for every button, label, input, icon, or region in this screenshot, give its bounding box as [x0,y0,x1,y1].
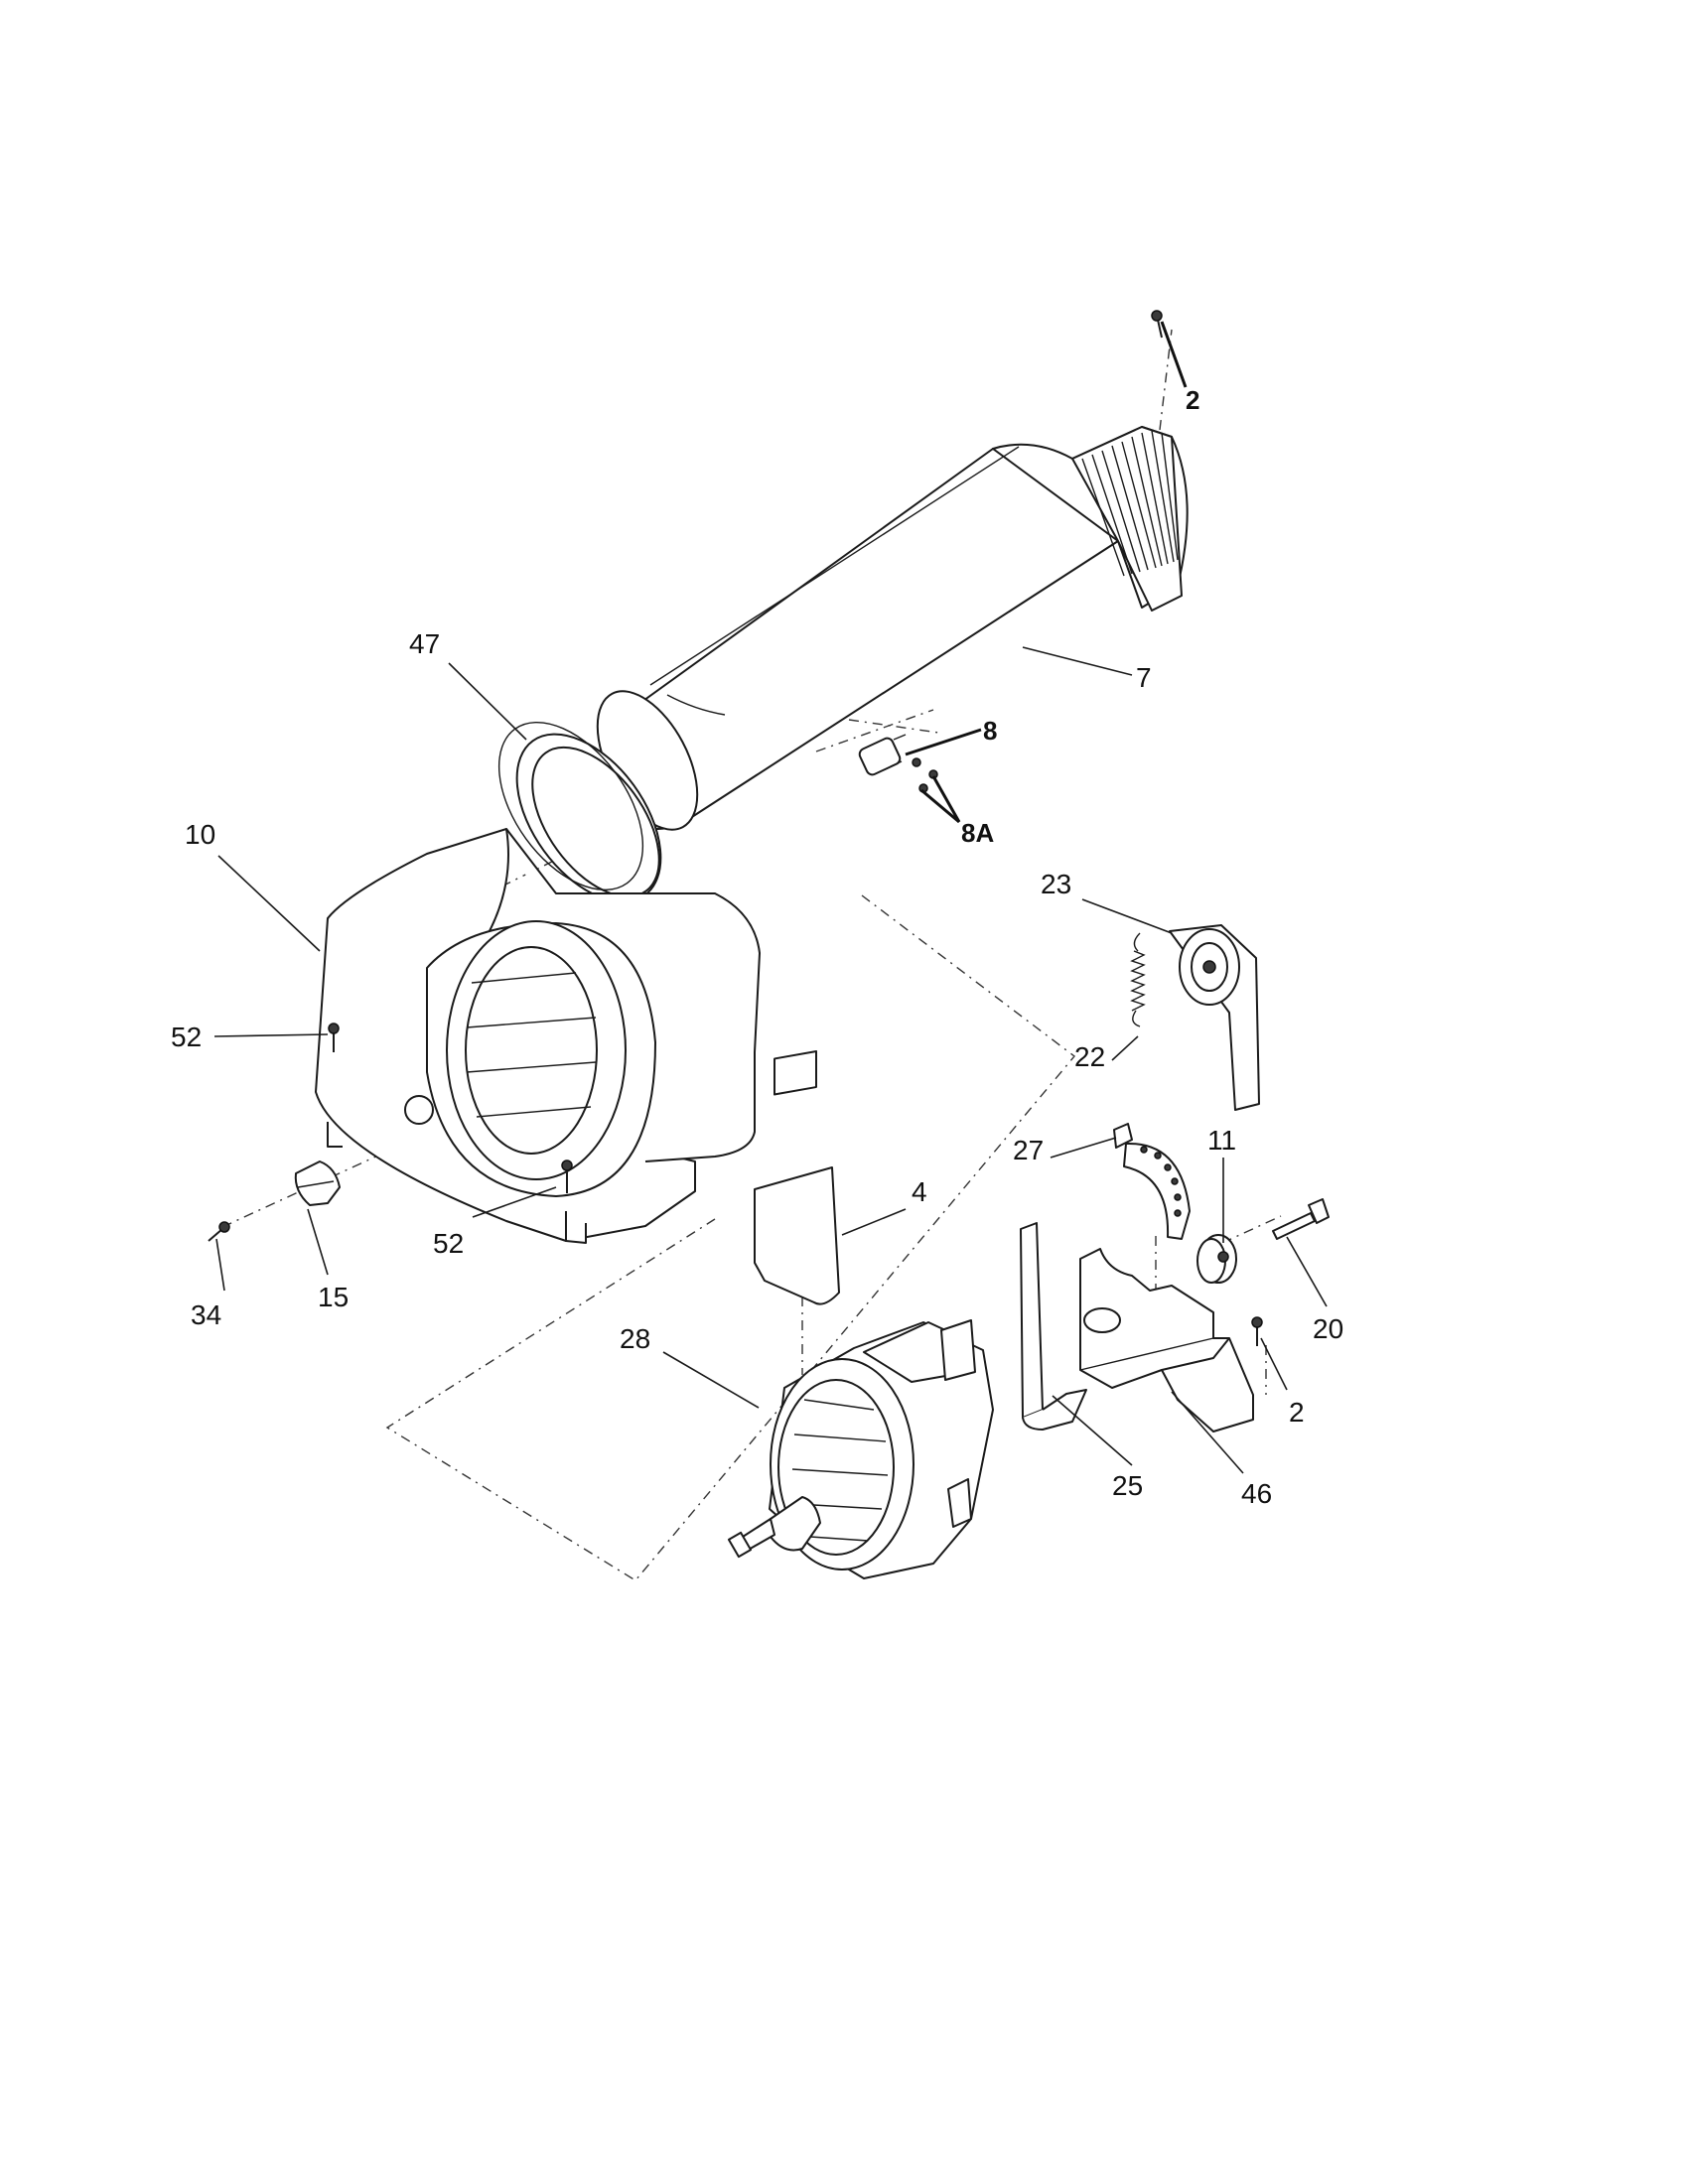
callout-28: 28 [620,1323,650,1354]
callout-2-right: 2 [1289,1397,1305,1428]
screw-part-34[interactable] [208,1221,230,1242]
drum-ribbed-rear [1071,426,1183,612]
bolt-part-20[interactable] [1272,1198,1330,1240]
callout-10: 10 [185,819,215,850]
callout-2-top: 2 [1186,385,1199,415]
callout-23: 23 [1041,869,1071,899]
screw-part-2-right[interactable] [1251,1316,1263,1346]
callout-22: 22 [1074,1041,1105,1072]
housing-screw-bottom[interactable] [561,1160,573,1193]
housing-screw-left[interactable] [328,1023,340,1052]
drive-belt-part[interactable] [1020,1222,1087,1431]
motor-bracket-part[interactable] [1079,1248,1254,1433]
callout-labels: 2 47 7 8 8A 10 52 52 34 15 23 22 27 11 4… [171,385,1343,1509]
callout-15: 15 [318,1282,349,1312]
blower-housing-part[interactable] [315,828,761,1244]
sensor-part-15[interactable] [294,1160,341,1206]
thermostat-part[interactable] [858,734,938,793]
motor-part[interactable] [727,1319,994,1579]
callout-47: 47 [409,628,440,659]
callout-27: 27 [1013,1135,1044,1165]
callout-20: 20 [1313,1313,1343,1344]
callout-8: 8 [983,716,997,746]
drum-seal-ring-part[interactable] [470,696,689,927]
callout-11: 11 [1207,1125,1236,1156]
callout-25: 25 [1112,1470,1143,1501]
callout-46: 46 [1241,1478,1272,1509]
callout-34: 34 [191,1299,221,1330]
callout-leader-lines [213,321,1328,1474]
callout-8A: 8A [961,818,994,848]
idler-spring-part[interactable] [1130,932,1146,1027]
callout-4: 4 [912,1176,927,1207]
drum-part[interactable] [577,426,1189,846]
pulley-arm-part[interactable] [1113,1123,1191,1240]
roller-part[interactable] [1196,1234,1237,1284]
air-duct-part[interactable] [754,1050,840,1305]
screw-part-2-top[interactable] [1151,310,1163,339]
callout-7: 7 [1136,662,1152,693]
callout-52-left: 52 [171,1022,202,1052]
callout-52-bottom: 52 [433,1228,464,1259]
idler-pulley-part[interactable] [1169,924,1260,1111]
